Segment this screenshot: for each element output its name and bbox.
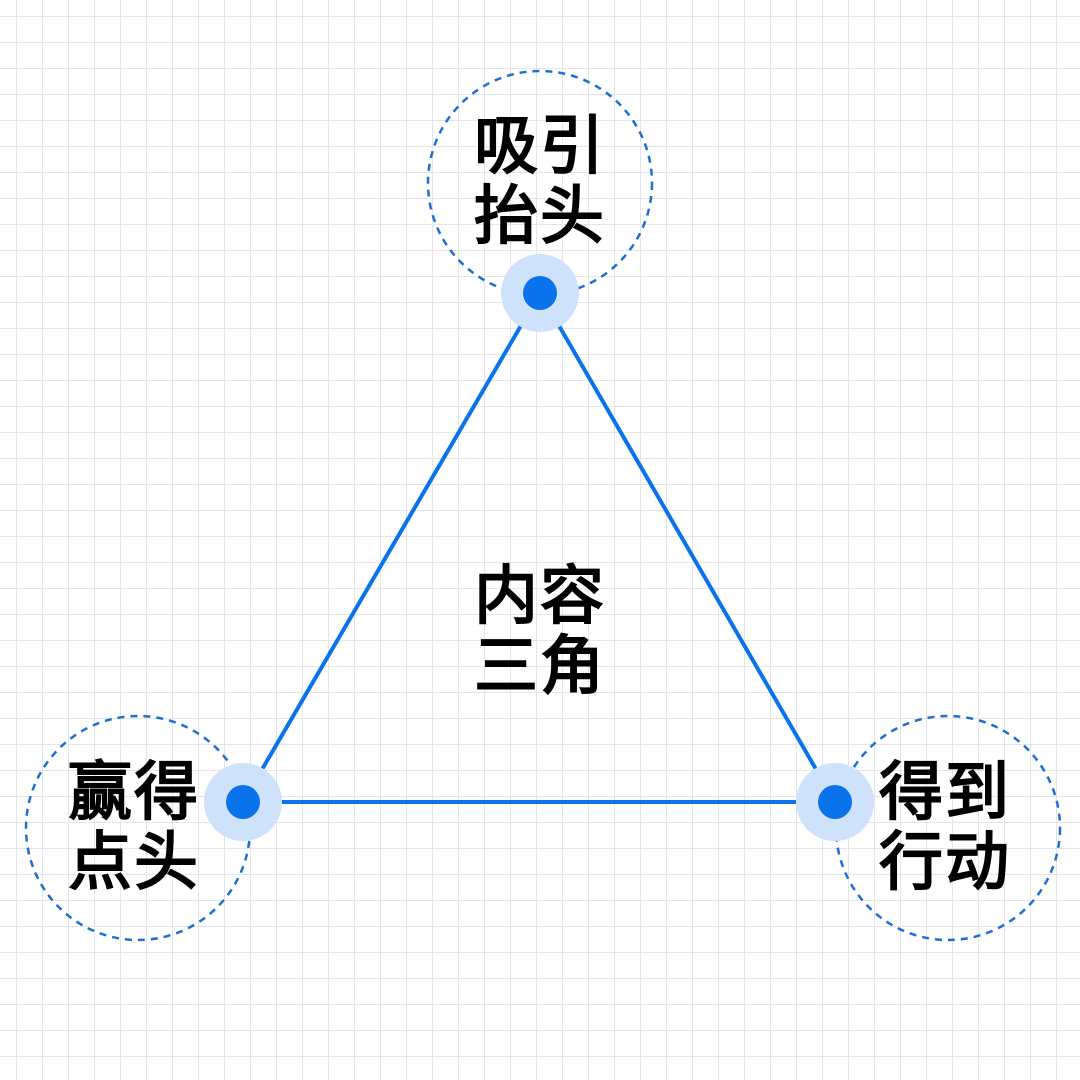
right-node-label-line2: 行动 — [879, 826, 1011, 900]
right-node-label: 得到 行动 — [855, 758, 1035, 898]
left-node-label-line2: 点头 — [68, 826, 200, 900]
right-node-label-line1: 得到 — [879, 756, 1011, 830]
top-node-label: 吸引 抬头 — [450, 112, 630, 252]
top-node-label-line1: 吸引 — [474, 110, 606, 184]
triangle-outline — [241, 291, 837, 804]
center-label-line1: 内容 — [474, 560, 606, 634]
center-label: 内容 三角 — [450, 562, 630, 702]
left-node-dot — [226, 785, 260, 819]
center-label-line2: 三角 — [474, 630, 606, 704]
top-node-dot — [523, 276, 557, 310]
left-node-label-line1: 赢得 — [68, 756, 200, 830]
right-node-dot — [818, 785, 852, 819]
left-node-label: 赢得 点头 — [44, 758, 224, 898]
top-node-label-line2: 抬头 — [474, 180, 606, 254]
